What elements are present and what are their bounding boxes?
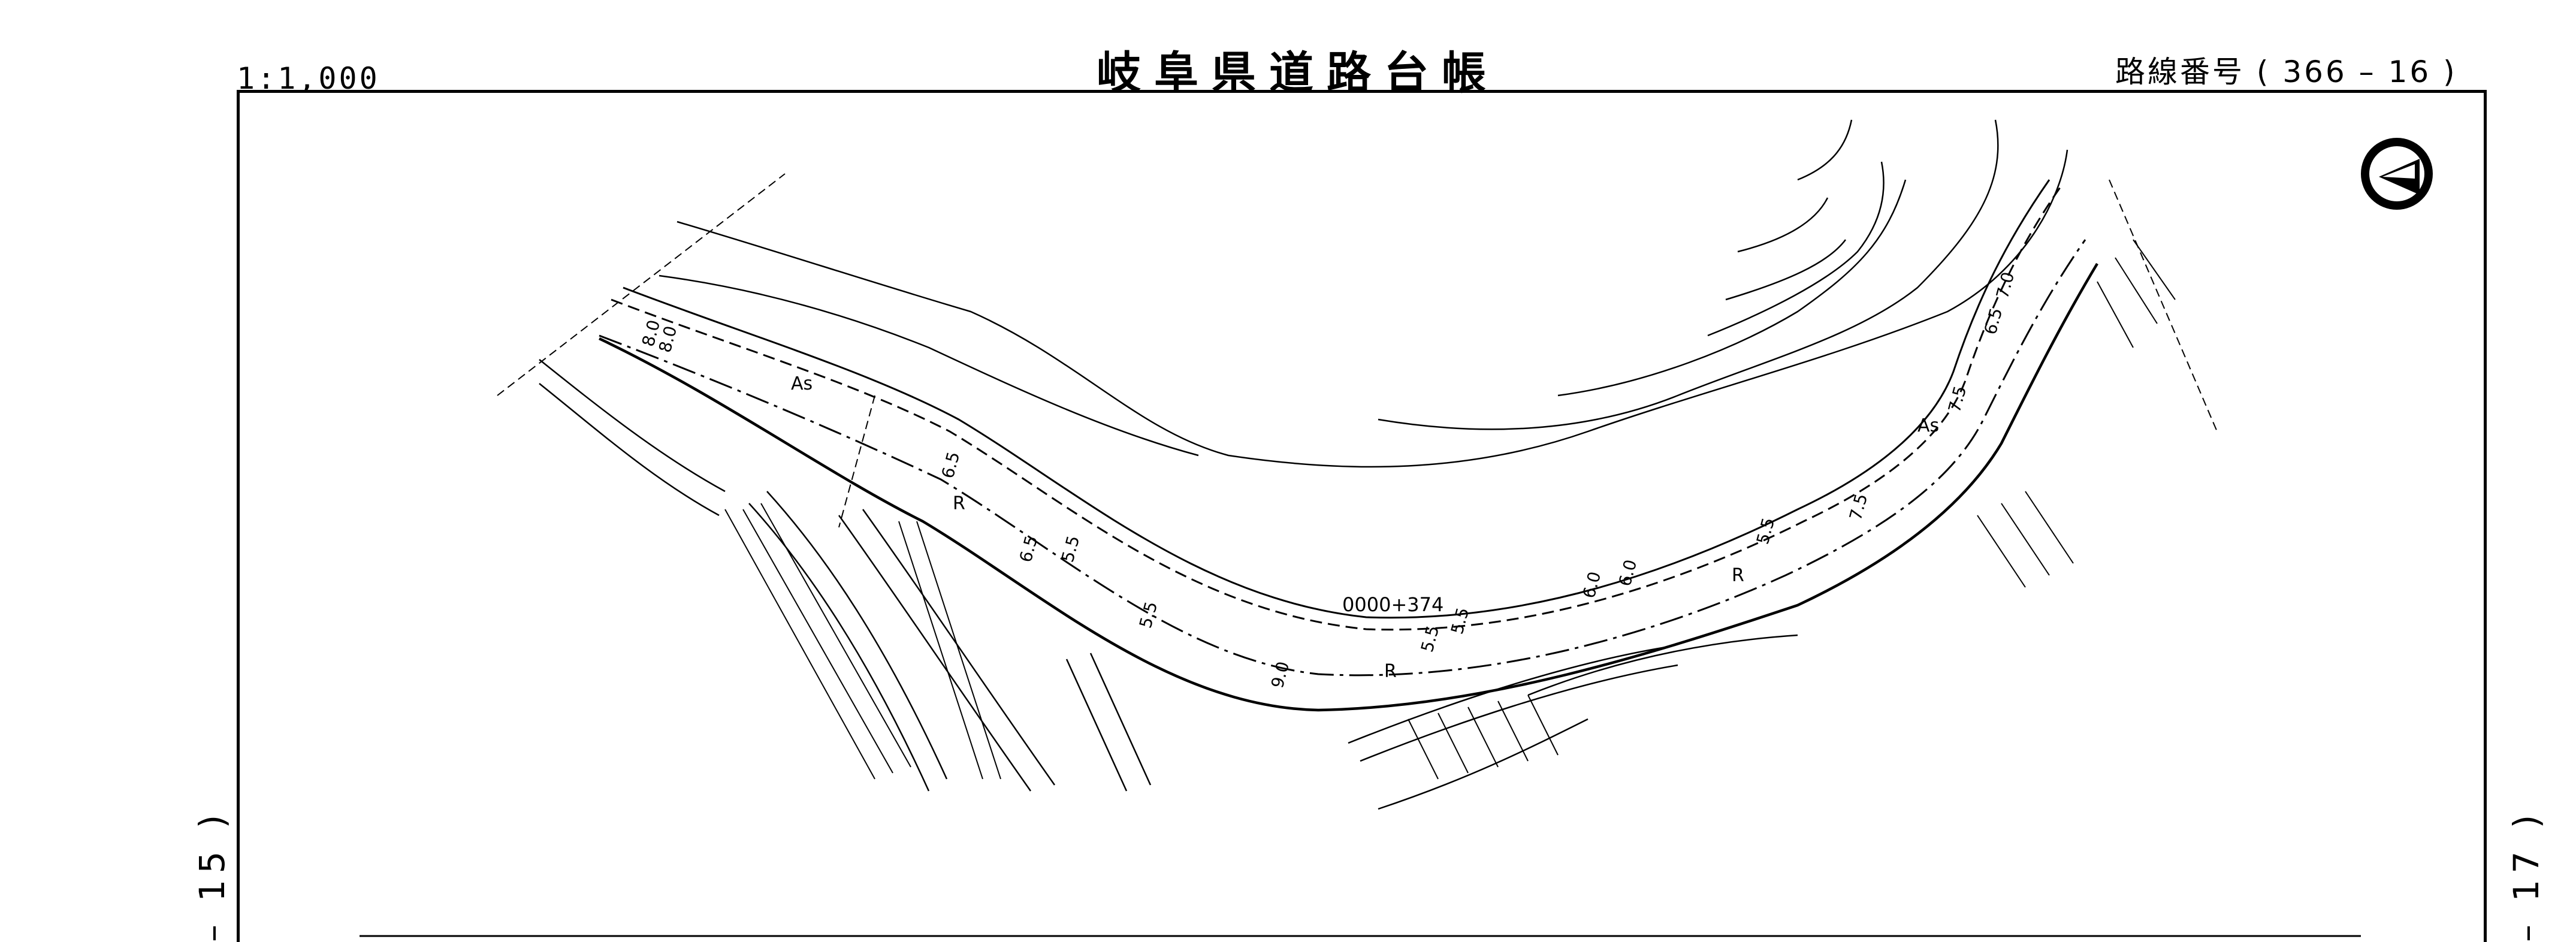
side-roads-south	[1348, 634, 1798, 810]
width-label-5: 5.5	[1058, 533, 1083, 564]
north-arrow-icon	[2361, 138, 2433, 210]
side-label-3: R	[953, 493, 965, 514]
road-edge-north	[611, 179, 2062, 631]
contour-lines	[659, 119, 2068, 468]
width-label-6: 5.5	[1136, 599, 1161, 630]
slope-hatching	[724, 239, 2176, 780]
surface-label-2: As	[1917, 415, 1939, 436]
width-label-4: 6.5	[1016, 533, 1041, 564]
route-separator: –	[2358, 55, 2376, 89]
sheet-number: 16	[2388, 55, 2432, 89]
width-label-8: 5.5	[1417, 623, 1443, 654]
surface-label-1: As	[791, 373, 813, 394]
side-label-2: R	[1732, 565, 1744, 586]
width-label-7: 9.0	[1267, 659, 1293, 690]
route-number-value: 366	[2282, 55, 2347, 89]
route-number-label: 路線番号	[2115, 55, 2245, 89]
route-close-paren: )	[2443, 55, 2457, 89]
width-label-11: 6.0	[1615, 557, 1641, 588]
width-label-16: 7.0	[1992, 270, 2018, 301]
width-label-15: 6.5	[1980, 306, 2006, 337]
width-label-9: 5.5	[1447, 605, 1473, 636]
side-label-1: R	[1384, 661, 1397, 682]
road-edge-south	[599, 262, 2098, 712]
width-label-12: 5.5	[1753, 515, 1778, 547]
side-roads-west	[539, 359, 1152, 792]
width-label-10: 6.0	[1579, 569, 1605, 600]
width-label-14: 7.5	[1944, 384, 1970, 415]
map-frame	[237, 90, 2487, 942]
station-marker: 0000+374	[1342, 593, 1443, 616]
route-number: 路線番号 ( 366 – 16 )	[2115, 48, 2457, 91]
width-label-3: 6.5	[938, 449, 964, 481]
section-boundaries	[497, 173, 2218, 528]
width-label-13: 7.5	[1846, 491, 1871, 523]
route-open-paren: (	[2256, 55, 2271, 89]
